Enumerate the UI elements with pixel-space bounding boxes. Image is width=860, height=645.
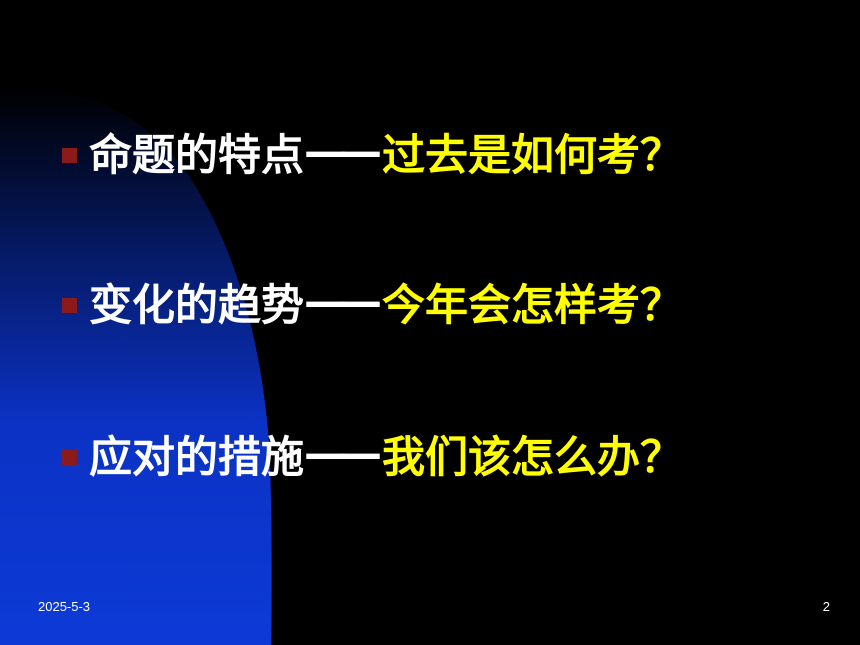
bullet-question-text: 我们该怎么办？ [382, 433, 683, 483]
bullet-topic-text: 命题的特点 [89, 131, 304, 181]
bullet-topic-text: 变化的趋势 [89, 281, 304, 331]
bullet-dash-text: —— [304, 127, 382, 177]
bullet-item-1: 命题的特点 —— 过去是如何考？ [62, 122, 683, 182]
bullet-question-text: 过去是如何考？ [382, 131, 683, 181]
bullet-item-3: 应对的措施 —— 我们该怎么办？ [62, 424, 683, 484]
bullet-dash-text: —— [304, 277, 382, 327]
bullet-item-2: 变化的趋势 —— 今年会怎样考？ [62, 272, 683, 332]
bullet-dash-text: —— [304, 429, 382, 479]
bullet-square-icon [62, 297, 77, 313]
footer-page-number: 2 [822, 599, 830, 614]
bullet-topic-text: 应对的措施 [89, 433, 304, 483]
bullet-square-icon [62, 449, 77, 465]
bullet-square-icon [62, 147, 77, 163]
footer-date: 2025-5-3 [38, 599, 91, 614]
bullet-question-text: 今年会怎样考？ [382, 281, 683, 331]
